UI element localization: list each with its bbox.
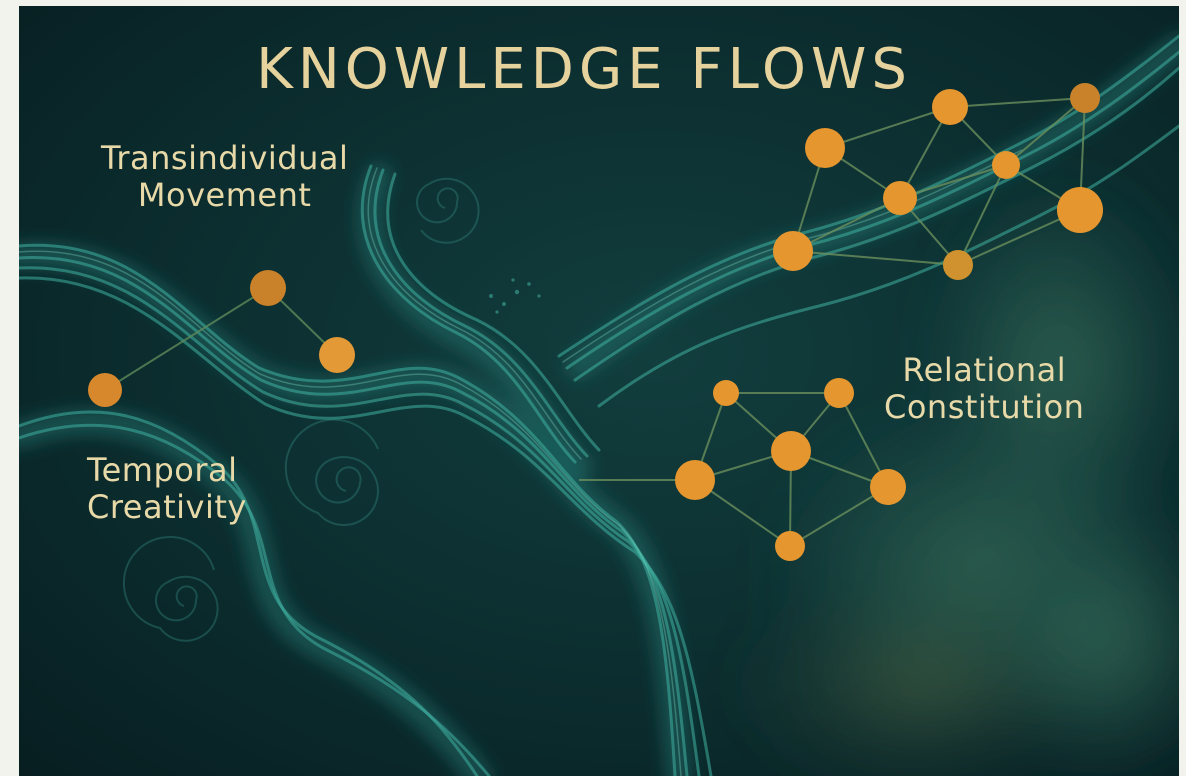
network-middle-right (579, 378, 906, 561)
network-node (932, 89, 968, 125)
label-relational-constitution: Relational Constitution (884, 352, 1084, 426)
network-node (992, 151, 1020, 179)
illustration-canvas: KNOWLEDGE FLOWS Transindividual Movement… (19, 6, 1179, 776)
network-node (250, 270, 286, 306)
label-line: Relational (902, 351, 1067, 389)
network-node (870, 469, 906, 505)
network-node (824, 378, 854, 408)
knowledge-flow-artwork (19, 6, 1179, 776)
label-line: Temporal (87, 451, 238, 489)
network-node (675, 460, 715, 500)
label-line: Constitution (884, 387, 1085, 426)
label-temporal-creativity: Temporal Creativity (87, 452, 247, 526)
network-node (805, 128, 845, 168)
network-node (713, 380, 739, 406)
network-node (88, 373, 122, 407)
network-node (775, 531, 805, 561)
network-node (883, 181, 917, 215)
label-transindividual-movement: Transindividual Movement (101, 140, 348, 214)
network-top-right (773, 83, 1103, 280)
network-node (943, 250, 973, 280)
mist (719, 166, 1179, 776)
label-line: Transindividual (101, 139, 349, 177)
network-node (1057, 187, 1103, 233)
network-node (771, 431, 811, 471)
network-node (319, 337, 355, 373)
dust-dots (489, 278, 541, 314)
network-node (1070, 83, 1100, 113)
network-node (773, 231, 813, 271)
swirl-spirals (122, 177, 480, 642)
network-left (88, 270, 355, 407)
main-title: KNOWLEDGE FLOWS (256, 37, 912, 102)
label-line: Creativity (87, 487, 247, 526)
label-line: Movement (137, 175, 312, 214)
